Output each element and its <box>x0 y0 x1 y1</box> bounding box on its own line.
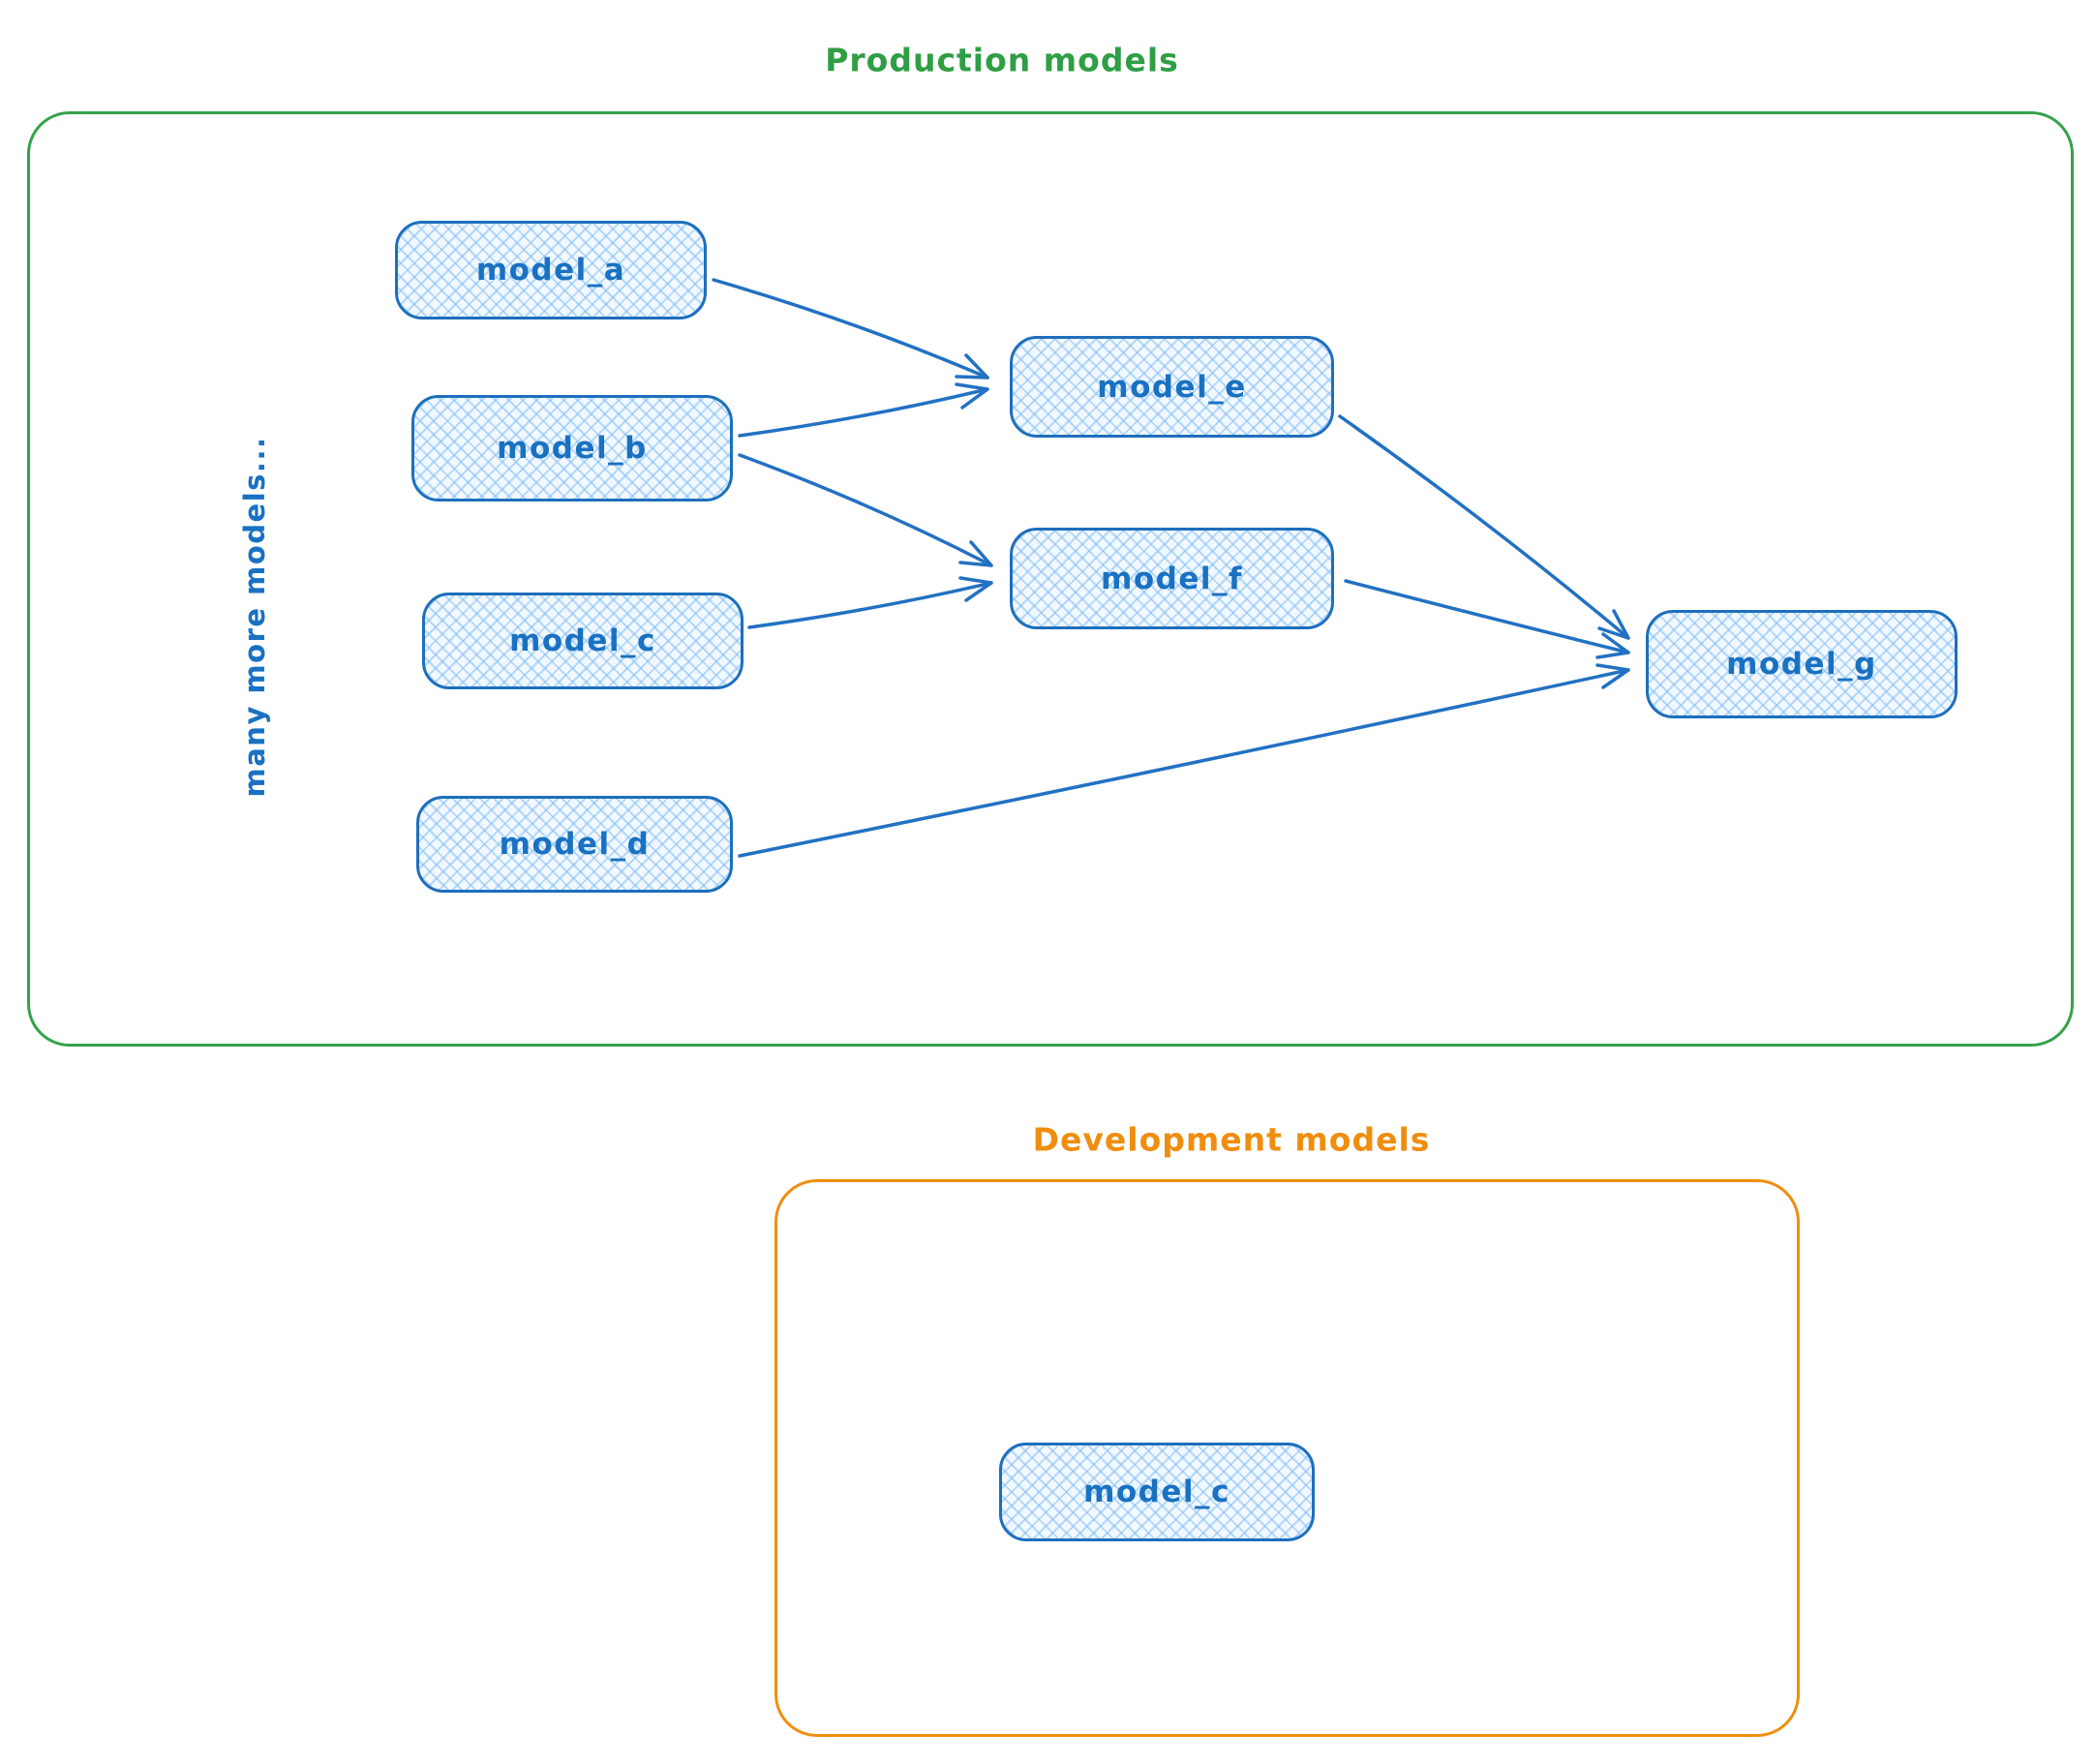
many-more-models-note: many more models... <box>238 436 271 798</box>
node-model-g: model_g <box>1646 610 1958 718</box>
node-model-a: model_a <box>395 221 707 319</box>
node-model-b: model_b <box>411 395 733 502</box>
node-model-b-label: model_b <box>497 431 648 466</box>
node-model-f: model_f <box>1010 528 1334 629</box>
node-model-c: model_c <box>422 593 744 689</box>
production-section-title: Production models <box>825 41 1179 79</box>
node-model-e: model_e <box>1010 336 1334 438</box>
node-model-f-label: model_f <box>1101 561 1243 596</box>
node-model-d: model_d <box>416 796 733 893</box>
node-model-a-label: model_a <box>475 253 626 288</box>
node-model-e-label: model_e <box>1097 369 1247 405</box>
node-model-c-label: model_c <box>509 623 656 658</box>
node-dev-model-c-label: model_c <box>1083 1475 1230 1509</box>
development-section-title: Development models <box>1032 1120 1431 1159</box>
node-dev-model-c: model_c <box>999 1443 1315 1541</box>
node-model-g-label: model_g <box>1726 647 1877 682</box>
production-section-container <box>27 111 2074 1047</box>
development-section-container <box>774 1179 1800 1737</box>
node-model-d-label: model_d <box>499 827 651 862</box>
